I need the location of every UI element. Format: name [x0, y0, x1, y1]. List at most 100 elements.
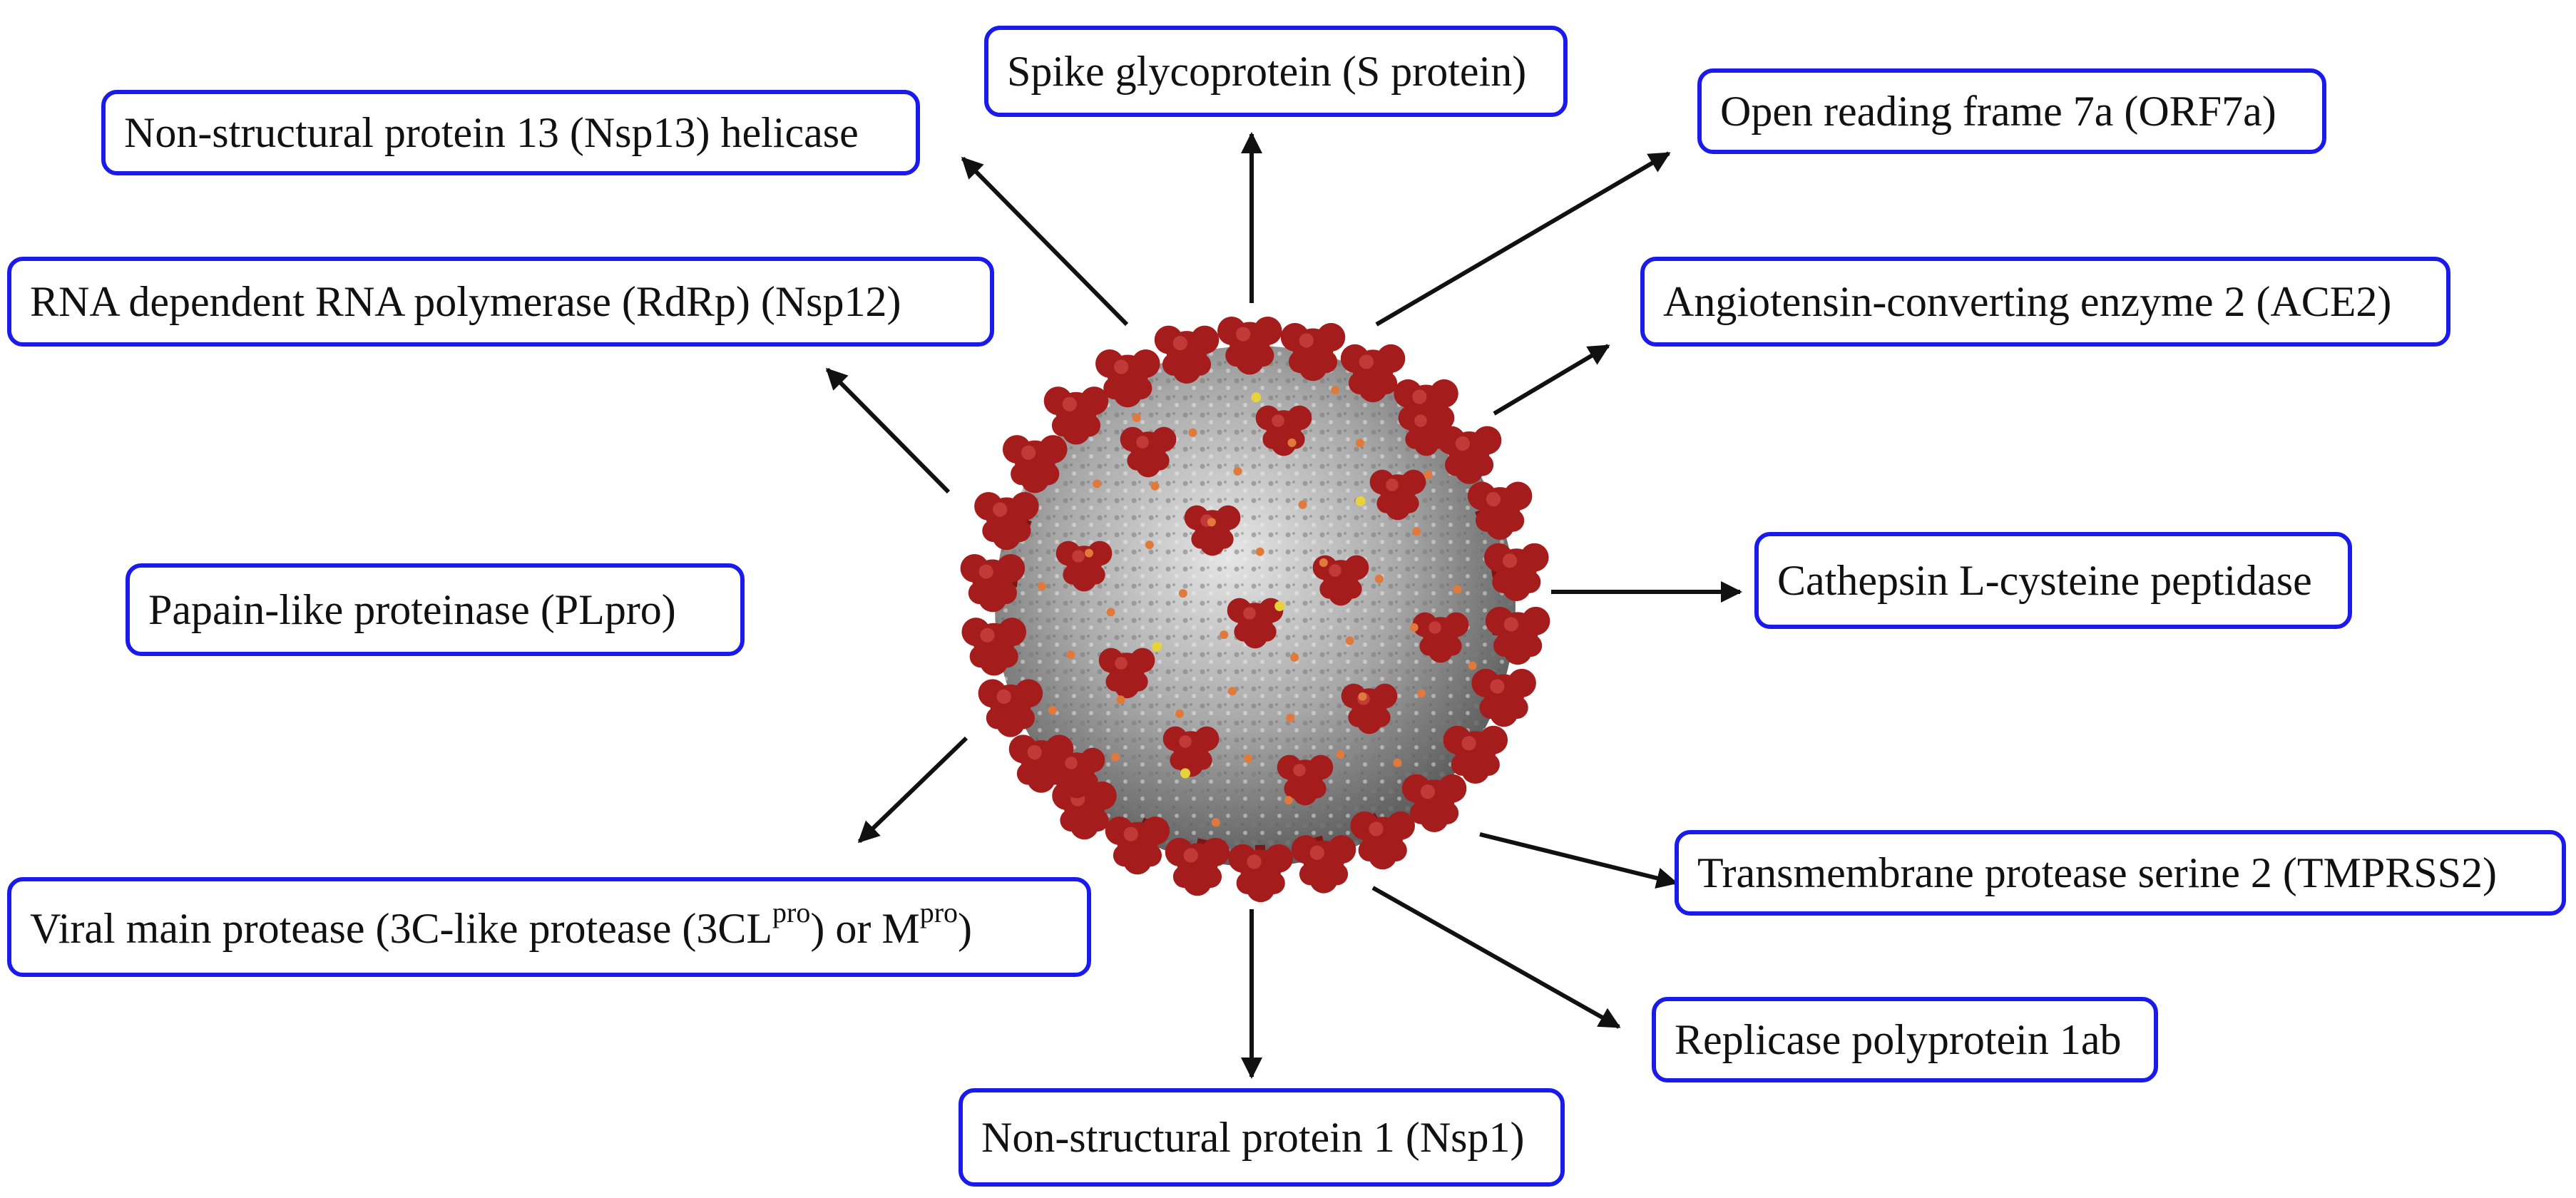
outer-spike [1043, 386, 1109, 445]
mpro-superscript-1: pro [772, 896, 811, 928]
surface-protein-dot [1336, 750, 1345, 759]
surface-protein-dot [1468, 661, 1477, 670]
label-text: Cathepsin L-cysteine peptidase [1777, 557, 2312, 604]
outer-spike [1485, 606, 1550, 665]
surface-protein-dot [1106, 608, 1115, 617]
surface-spike [1048, 747, 1105, 799]
label-nsp13-helicase: Non-structural protein 13 (Nsp13) helica… [101, 90, 920, 175]
outer-spike [1291, 835, 1356, 894]
outer-spike [974, 491, 1039, 551]
outer-spike [1401, 774, 1467, 833]
surface-spike [1412, 612, 1469, 663]
surface-protein-dot [1345, 636, 1354, 645]
surface-spike [1341, 683, 1398, 734]
surface-protein-dot [1453, 585, 1462, 594]
surface-protein-dot [1358, 692, 1367, 701]
surface-protein-dot [1048, 705, 1057, 715]
label-spike-glycoprotein: Spike glycoprotein (S protein) [984, 26, 1568, 117]
surface-protein-dot [1412, 527, 1421, 536]
label-text: Non-structural protein 1 (Nsp1) [981, 1114, 1525, 1161]
surface-protein-dot [1255, 547, 1264, 556]
surface-protein-dot [1274, 601, 1285, 611]
arrow-nsp13 [961, 156, 1129, 327]
surface-protein-dot [1066, 650, 1075, 660]
surface-protein-dot [1150, 481, 1160, 491]
mpro-text-part1: Viral main protease (3C-like protease (3… [30, 905, 773, 952]
outer-spike [1340, 344, 1406, 403]
surface-protein-dot [1180, 768, 1190, 779]
surface-spike [1255, 405, 1312, 456]
surface-protein-dot [1424, 470, 1433, 479]
surface-protein-dot [1290, 652, 1299, 662]
surface-protein-dot [1220, 630, 1229, 640]
label-text: Spike glycoprotein (S protein) [1007, 48, 1527, 95]
outer-spike [1095, 349, 1160, 408]
surface-spike [1398, 405, 1455, 456]
surface-spike [1369, 469, 1426, 521]
label-text: RNA dependent RNA polymerase (RdRp) (Nsp… [30, 278, 901, 325]
label-nsp1: Non-structural protein 1 (Nsp1) [959, 1088, 1565, 1187]
label-orf7a: Open reading frame 7a (ORF7a) [1697, 68, 2326, 154]
outer-spike [1350, 811, 1415, 870]
surface-protein-dot [1175, 709, 1184, 718]
outer-spike [1471, 668, 1536, 727]
surface-protein-dot [1116, 695, 1125, 705]
surface-protein-dot [1416, 689, 1426, 698]
label-text: Replicase polyprotein 1ab [1675, 1016, 2122, 1063]
label-plpro: Papain-like proteinase (PLpro) [126, 563, 745, 656]
label-rdrp: RNA dependent RNA polymerase (RdRp) (Nsp… [7, 257, 994, 347]
surface-protein-dot [1178, 589, 1187, 598]
surface-protein-dot [1355, 496, 1366, 507]
surface-protein-dot [1251, 392, 1262, 403]
surface-spike [1184, 505, 1241, 556]
surface-protein-dot [1211, 818, 1220, 827]
surface-protein-dot [1084, 548, 1093, 558]
label-text: Open reading frame 7a (ORF7a) [1720, 88, 2276, 135]
label-text: Viral main protease (3C-like protease (3… [30, 898, 972, 952]
virus-illustration [960, 317, 1550, 903]
outer-spike [978, 679, 1043, 737]
arrows [825, 132, 1742, 1079]
arrow-rdrp [825, 367, 951, 494]
surface-protein-dot [1188, 428, 1197, 437]
surface-spike [1098, 647, 1155, 699]
surface-spike [1227, 598, 1284, 649]
surface-protein-dot [1110, 752, 1120, 762]
mpro-superscript-2: pro [919, 896, 959, 928]
outer-spike [1467, 481, 1533, 540]
surface-protein-dot [1409, 623, 1419, 632]
label-tmprss2: Transmembrane protease serine 2 (TMPRSS2… [1675, 830, 2566, 916]
surface-spike [1312, 555, 1369, 606]
surface-spike [1162, 726, 1220, 777]
surface-protein-dot [1331, 385, 1340, 394]
outer-spike [1154, 325, 1220, 384]
outer-spike [1002, 435, 1068, 493]
surface-protein-dot [1356, 439, 1365, 448]
surface-spike [1277, 754, 1334, 806]
mpro-text-part2: ) or M [810, 905, 920, 952]
label-cathepsin: Cathepsin L-cysteine peptidase [1754, 532, 2352, 629]
outer-spike [1105, 816, 1170, 875]
arrow-orf7a [1375, 151, 1671, 327]
surface-spike [1120, 426, 1177, 478]
surface-protein-dot [1233, 466, 1242, 476]
outer-spike [1165, 837, 1230, 896]
surface-protein-dot [1393, 758, 1402, 767]
label-text: Transmembrane protease serine 2 (TMPRSS2… [1697, 849, 2497, 896]
surface-protein-dot [1145, 541, 1154, 550]
outer-spike [1228, 844, 1293, 903]
label-text: Angiotensin-converting enzyme 2 (ACE2) [1663, 278, 2392, 325]
surface-protein-dot [1227, 687, 1237, 696]
surface-protein-dot [1284, 796, 1293, 805]
outer-spike [1436, 426, 1502, 484]
outer-spike [1280, 322, 1346, 382]
surface-protein-dot [1374, 574, 1384, 583]
surface-protein-dot [1287, 438, 1297, 447]
surface-protein-dot [1132, 413, 1141, 422]
surface-protein-dot [1319, 558, 1328, 568]
outer-spike [1484, 543, 1549, 602]
label-text: Papain-like proteinase (PLpro) [148, 586, 676, 633]
arrow-tmprss2 [1479, 832, 1678, 889]
surface-protein-dot [1298, 500, 1307, 509]
